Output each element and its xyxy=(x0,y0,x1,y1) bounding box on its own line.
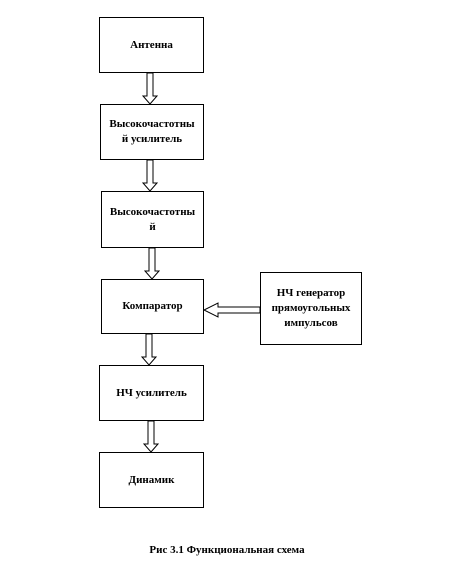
lf-amplifier-label: НЧ усилитель xyxy=(116,386,187,399)
hf-block-label: Высокочастотны й xyxy=(109,205,196,233)
lf-generator-block: НЧ генератор прямоугольных импульсов xyxy=(260,272,362,345)
hf-amplifier-label: Высокочастотны й усилитель xyxy=(109,118,195,145)
comparator-block: Компаратор xyxy=(101,279,204,334)
speaker-label: Динамик xyxy=(128,473,175,486)
lf-amplifier-block: НЧ усилитель xyxy=(99,365,204,421)
arrow-lf-amplifier-to-speaker xyxy=(142,420,160,453)
arrow-hf-block-to-comparator xyxy=(143,247,161,280)
antenna-block: Антенна xyxy=(99,17,204,73)
arrow-generator-to-comparator xyxy=(202,302,261,318)
antenna-label: Антенна xyxy=(130,38,173,51)
arrow-comparator-to-lf-amplifier xyxy=(140,333,158,366)
lf-generator-label: НЧ генератор прямоугольных импульсов xyxy=(271,287,351,329)
arrow-antenna-to-hf-amplifier xyxy=(141,72,159,105)
comparator-label: Компаратор xyxy=(122,300,183,312)
hf-block: Высокочастотны й xyxy=(101,191,204,248)
speaker-block: Динамик xyxy=(99,452,204,508)
figure-caption: Рис 3.1 Функциональная схема xyxy=(149,544,305,556)
hf-amplifier-block: Высокочастотны й усилитель xyxy=(100,104,204,160)
arrow-hf-amplifier-to-hf-block xyxy=(141,159,159,192)
